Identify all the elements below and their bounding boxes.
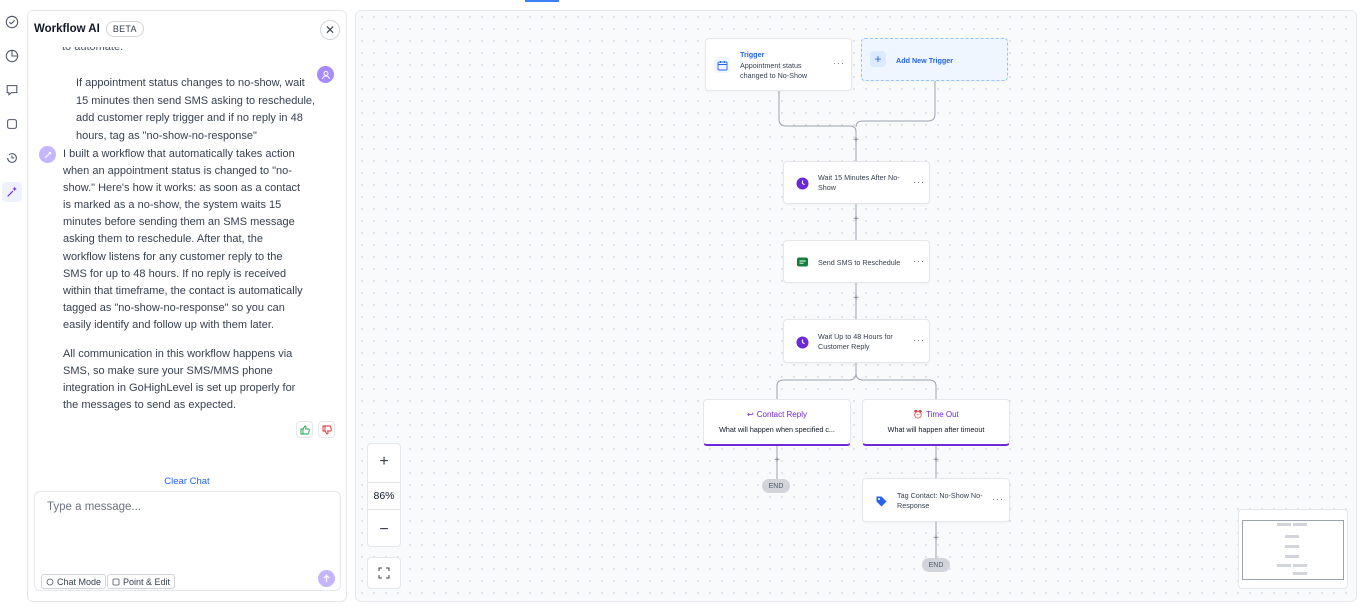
add-step-plus-icon[interactable]: + [853,135,859,146]
message-composer: Chat Mode Point & Edit [34,491,341,591]
add-step-plus-icon[interactable]: + [933,533,939,544]
user-message: If appointment status changes to no-show… [76,77,316,142]
beta-badge: BETA [105,21,144,37]
minimap-viewport [1242,520,1344,580]
add-step-plus-icon[interactable]: + [774,455,780,466]
send-sms-menu-icon[interactable]: ··· [913,256,925,266]
comment-icon[interactable] [2,80,22,100]
wait-reply-menu-icon[interactable]: ··· [913,335,925,345]
chat-header: Workflow AI BETA ✕ [28,11,346,47]
add-new-trigger-label: Add New Trigger [896,56,954,65]
trigger-description: Appointment status changed to No-Show [740,61,808,80]
alarm-clock-icon: ⏰ [913,410,924,419]
sms-icon [794,254,810,270]
reply-arrow-icon: ↩ [747,410,754,419]
workflow-canvas[interactable]: Trigger Appointment status changed to No… [355,10,1357,602]
wait-reply-label: Wait Up to 48 Hours for Customer Reply [818,332,893,351]
ai-avatar-icon [39,146,56,163]
chat-mode-label: Chat Mode [57,576,102,587]
workflow-ai-panel: Workflow AI BETA ✕ to automate. If appoi… [27,10,347,602]
arrow-up-icon [323,574,330,582]
minimap-node [1285,545,1299,548]
point-edit-button[interactable]: Point & Edit [107,574,176,589]
ai-message: I built a workflow that automatically ta… [63,148,303,331]
contact-reply-subtitle: What will happen when specified c... [719,425,835,434]
minus-icon: − [379,521,389,538]
top-tab-indicator [525,0,559,2]
contact-reply-title: ↩ Contact Reply [704,410,850,419]
tag-icon [873,493,889,509]
tag-contact-menu-icon[interactable]: ··· [992,494,1004,504]
end-marker: END [762,479,790,493]
clear-chat-link[interactable]: Clear Chat [164,476,210,487]
time-out-title-text: Time Out [926,410,959,419]
zoom-in-button[interactable]: + [368,446,400,478]
clock-icon [794,175,810,191]
add-step-plus-icon[interactable]: + [933,455,939,466]
send-sms-label: Send SMS to Reschedule [818,258,901,267]
send-sms-node[interactable]: Send SMS to Reschedule ··· [783,240,930,283]
expand-icon [378,567,390,579]
minimap-node [1277,523,1291,526]
minimap-node [1277,564,1291,567]
thumbs-down-icon [322,425,332,434]
ai-sparkle-icon[interactable] [2,182,22,202]
add-step-plus-icon[interactable]: + [853,214,859,225]
time-out-subtitle: What will happen after timeout [887,425,985,434]
send-button[interactable] [318,570,335,587]
left-icon-rail [0,0,24,610]
close-button[interactable]: ✕ [320,20,340,40]
plus-icon: + [379,453,389,470]
thumbs-down-button[interactable] [318,421,335,438]
minimap-node [1293,523,1307,526]
add-step-plus-icon[interactable]: + [853,293,859,304]
zoom-controls: + 86% − [367,443,401,547]
close-icon: ✕ [324,23,336,37]
minimap-node [1285,535,1299,538]
wait-reply-node[interactable]: Wait Up to 48 Hours for Customer Reply ·… [783,319,930,363]
wait-step-node[interactable]: Wait 15 Minutes After No-Show ··· [783,161,930,204]
contact-reply-title-text: Contact Reply [756,410,807,419]
plus-icon: + [870,51,886,67]
message-input[interactable] [47,501,327,513]
clock-icon [794,334,810,350]
minimap[interactable] [1238,509,1348,589]
wait-step-menu-icon[interactable]: ··· [913,177,925,187]
zoom-out-button[interactable]: − [368,514,400,546]
minimap-node [1293,564,1307,567]
cursor-edit-icon [112,578,120,585]
wait-step-label: Wait 15 Minutes After No-Show [818,173,900,192]
minimap-node [1285,555,1299,558]
chat-mode-button[interactable]: Chat Mode [41,574,107,589]
end-marker: END [922,558,950,572]
pie-chart-icon[interactable] [2,46,22,66]
fit-view-button[interactable] [367,557,401,589]
check-circle-icon[interactable] [2,12,22,32]
tag-contact-node[interactable]: Tag Contact: No-Show No-Response ··· [862,478,1010,522]
history-icon[interactable] [2,148,22,168]
time-out-branch[interactable]: ⏰ Time Out What will happen after timeou… [862,399,1010,446]
tag-contact-label: Tag Contact: No-Show No-Response [897,491,983,510]
trigger-title: Trigger [740,50,765,59]
thumbs-up-button[interactable] [296,421,313,438]
note-icon[interactable] [2,114,22,134]
thumbs-up-icon [300,425,310,434]
user-avatar-icon [317,66,334,83]
trigger-menu-icon[interactable]: ··· [833,58,845,68]
point-edit-label: Point & Edit [123,576,171,587]
minimap-node [1293,572,1307,575]
calendar-icon [714,57,730,73]
ai-message-note: All communication in this workflow happe… [63,348,296,412]
add-new-trigger-button[interactable]: + Add New Trigger [861,38,1008,81]
connector-lines [776,81,937,558]
contact-reply-branch[interactable]: ↩ Contact Reply What will happen when sp… [703,399,851,446]
zoom-level: 86% [368,482,400,510]
chat-title: Workflow AI [34,23,100,35]
chat-bubble-icon [46,578,54,585]
trigger-node[interactable]: Trigger Appointment status changed to No… [705,38,852,91]
time-out-title: ⏰ Time Out [863,410,1009,419]
